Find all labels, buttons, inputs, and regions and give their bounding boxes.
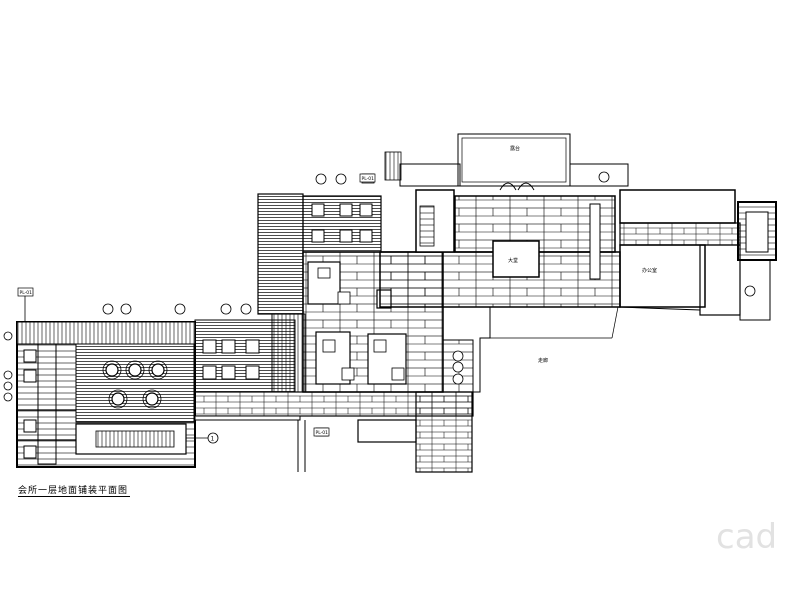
left-wing (3, 296, 196, 468)
grid-marker-label: 1 (211, 436, 215, 443)
drawing-caption: 会所一层地面铺装平面图 (18, 486, 129, 496)
caption-underline (18, 496, 130, 497)
grid-marker: 1 (186, 432, 219, 444)
label-corridor: 走廊 (538, 357, 548, 364)
tag-labels: PL-01 PL-01 PL-01 (17, 173, 376, 437)
tag-3: PL-01 (316, 430, 329, 436)
right-wing (617, 189, 777, 321)
watermark: cad (716, 517, 777, 557)
label-office: 办公室 (642, 267, 657, 274)
label-hall: 大堂 (508, 257, 518, 264)
tag-2: PL-01 (362, 176, 375, 182)
office-area (302, 251, 474, 393)
room-labels: 大堂 办公室 露台 走廊 (508, 145, 657, 364)
main-hall (379, 133, 629, 393)
tag-1: PL-01 (20, 290, 33, 296)
service-rooms (315, 391, 473, 473)
label-terrace: 露台 (510, 145, 520, 152)
watermark-text: cad (716, 517, 777, 557)
deck-area (257, 173, 382, 393)
